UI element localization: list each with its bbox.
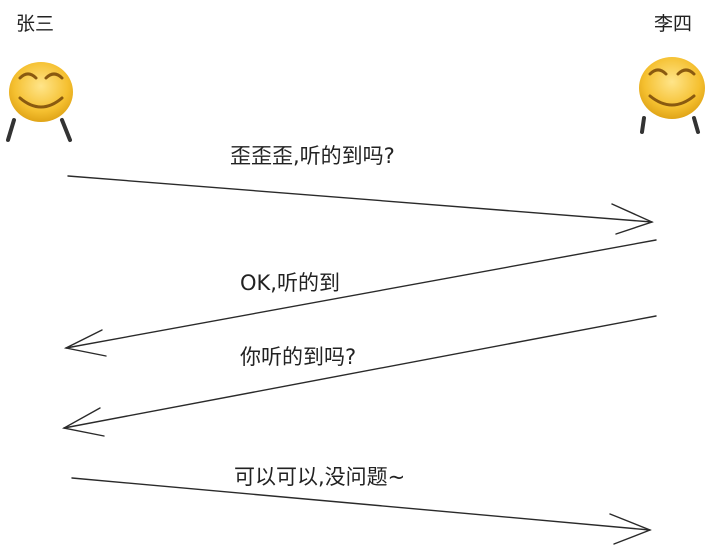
participant-left-name: 张三 [16, 13, 54, 35]
message-3-arrow [63, 315, 657, 429]
participant-right-name: 李四 [654, 13, 692, 35]
message-1-arrowhead [611, 203, 654, 235]
message-2-label: OK,听的到 [240, 271, 340, 295]
message-2-arrowhead [63, 329, 107, 357]
message-1-label: 歪歪歪,听的到吗? [230, 144, 395, 168]
message-1-arrow [67, 175, 653, 223]
message-4-arrowhead [609, 513, 652, 545]
message-4-label: 可以可以,没问题~ [234, 465, 405, 489]
message-4-arrow [71, 477, 651, 531]
message-2-arrow [65, 239, 657, 349]
message-3-arrowhead [61, 407, 105, 437]
message-3-label: 你听的到吗? [240, 345, 356, 369]
smiley-face-icon [6, 62, 73, 142]
smiley-face-icon [639, 57, 705, 134]
